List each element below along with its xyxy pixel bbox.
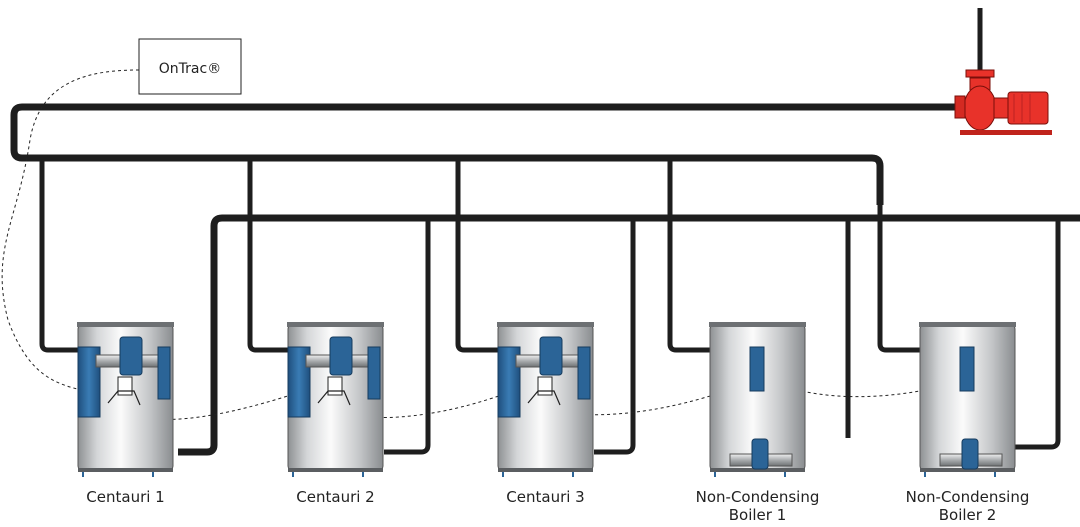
gas-train bbox=[527, 390, 561, 406]
boiler-base bbox=[710, 468, 805, 472]
boiler-piping bbox=[39, 160, 1061, 455]
boiler-top-rim bbox=[919, 322, 1016, 327]
boiler-top-rim bbox=[709, 322, 806, 327]
blower-icon bbox=[329, 336, 353, 376]
side-panel bbox=[157, 346, 171, 400]
boiler-top-rim bbox=[287, 322, 384, 327]
boiler-2: Centauri 2 bbox=[287, 322, 384, 506]
boiler-base bbox=[920, 468, 1015, 472]
boiler-base bbox=[78, 468, 173, 472]
boiler-label: Non-Condensing bbox=[906, 488, 1030, 506]
gas-valve-icon bbox=[327, 376, 343, 396]
ontrac-controller: OnTrac® bbox=[138, 38, 242, 95]
ontrac-label: OnTrac® bbox=[159, 61, 221, 77]
boiler-label: Non-Condensing bbox=[696, 488, 820, 506]
side-panel bbox=[577, 346, 591, 400]
circulator-pump-icon bbox=[954, 69, 1052, 135]
boiler-label: Centauri 2 bbox=[296, 488, 374, 506]
boiler-label: Centauri 1 bbox=[86, 488, 164, 506]
gas-train bbox=[107, 390, 141, 406]
boiler-top-rim bbox=[497, 322, 594, 327]
gas-valve-icon bbox=[537, 376, 553, 396]
boiler-group: Centauri 1 Centauri 2 Centauri 3 Non-Conden… bbox=[77, 322, 1029, 524]
boiler-label: Boiler 1 bbox=[729, 506, 787, 524]
supply-header bbox=[10, 103, 962, 205]
boiler-base bbox=[288, 468, 383, 472]
boiler-label: Centauri 3 bbox=[506, 488, 584, 506]
side-panel bbox=[367, 346, 381, 400]
blower-icon bbox=[961, 438, 979, 470]
burner-housing bbox=[287, 346, 311, 418]
boiler-base bbox=[498, 468, 593, 472]
blower-icon bbox=[751, 438, 769, 470]
boiler-3: Centauri 3 bbox=[497, 322, 594, 506]
burner-housing bbox=[77, 346, 101, 418]
blower-icon bbox=[539, 336, 563, 376]
gas-train bbox=[317, 390, 351, 406]
blower-icon bbox=[119, 336, 143, 376]
control-panel bbox=[749, 346, 765, 392]
boiler-label: Boiler 2 bbox=[939, 506, 997, 524]
boiler-1: Centauri 1 bbox=[77, 322, 174, 506]
return-header bbox=[178, 214, 1080, 456]
gas-valve-icon bbox=[117, 376, 133, 396]
control-panel bbox=[959, 346, 975, 392]
burner-housing bbox=[497, 346, 521, 418]
boiler-top-rim bbox=[77, 322, 174, 327]
